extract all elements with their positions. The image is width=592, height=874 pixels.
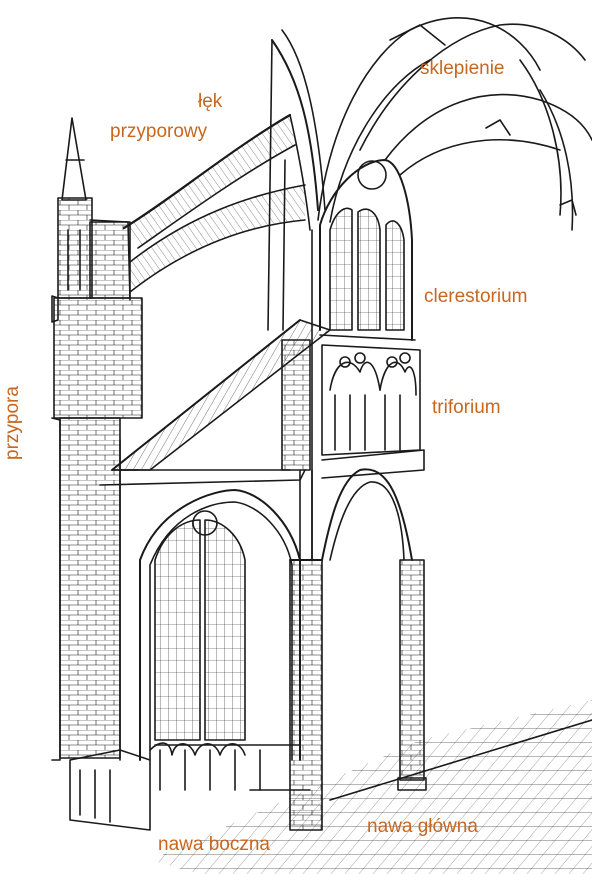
label-lek-przyporowy-line2: przyporowy [110, 121, 208, 142]
label-triforium: triforium [432, 397, 501, 418]
triforium-gallery [321, 344, 421, 456]
label-nawa-boczna: nawa boczna [158, 834, 270, 855]
label-nawa-glowna: nawa główna [367, 816, 478, 837]
clerestory-window [311, 159, 416, 561]
floor [150, 700, 592, 874]
nave-pier-right [397, 559, 427, 791]
buttress-pier [51, 117, 143, 761]
flying-buttress [122, 29, 326, 331]
main-vault-ribs [317, 17, 592, 231]
nave-pier-left [281, 339, 323, 831]
label-lek-przyporowy-line1: łęk [198, 91, 223, 112]
label-sklepienie: sklepienie [420, 58, 505, 79]
aisle-window-bay [139, 489, 301, 791]
nave-arcade-arch [321, 449, 425, 561]
label-przypora: przypora [2, 386, 23, 460]
label-clerestorium: clerestorium [424, 286, 528, 307]
